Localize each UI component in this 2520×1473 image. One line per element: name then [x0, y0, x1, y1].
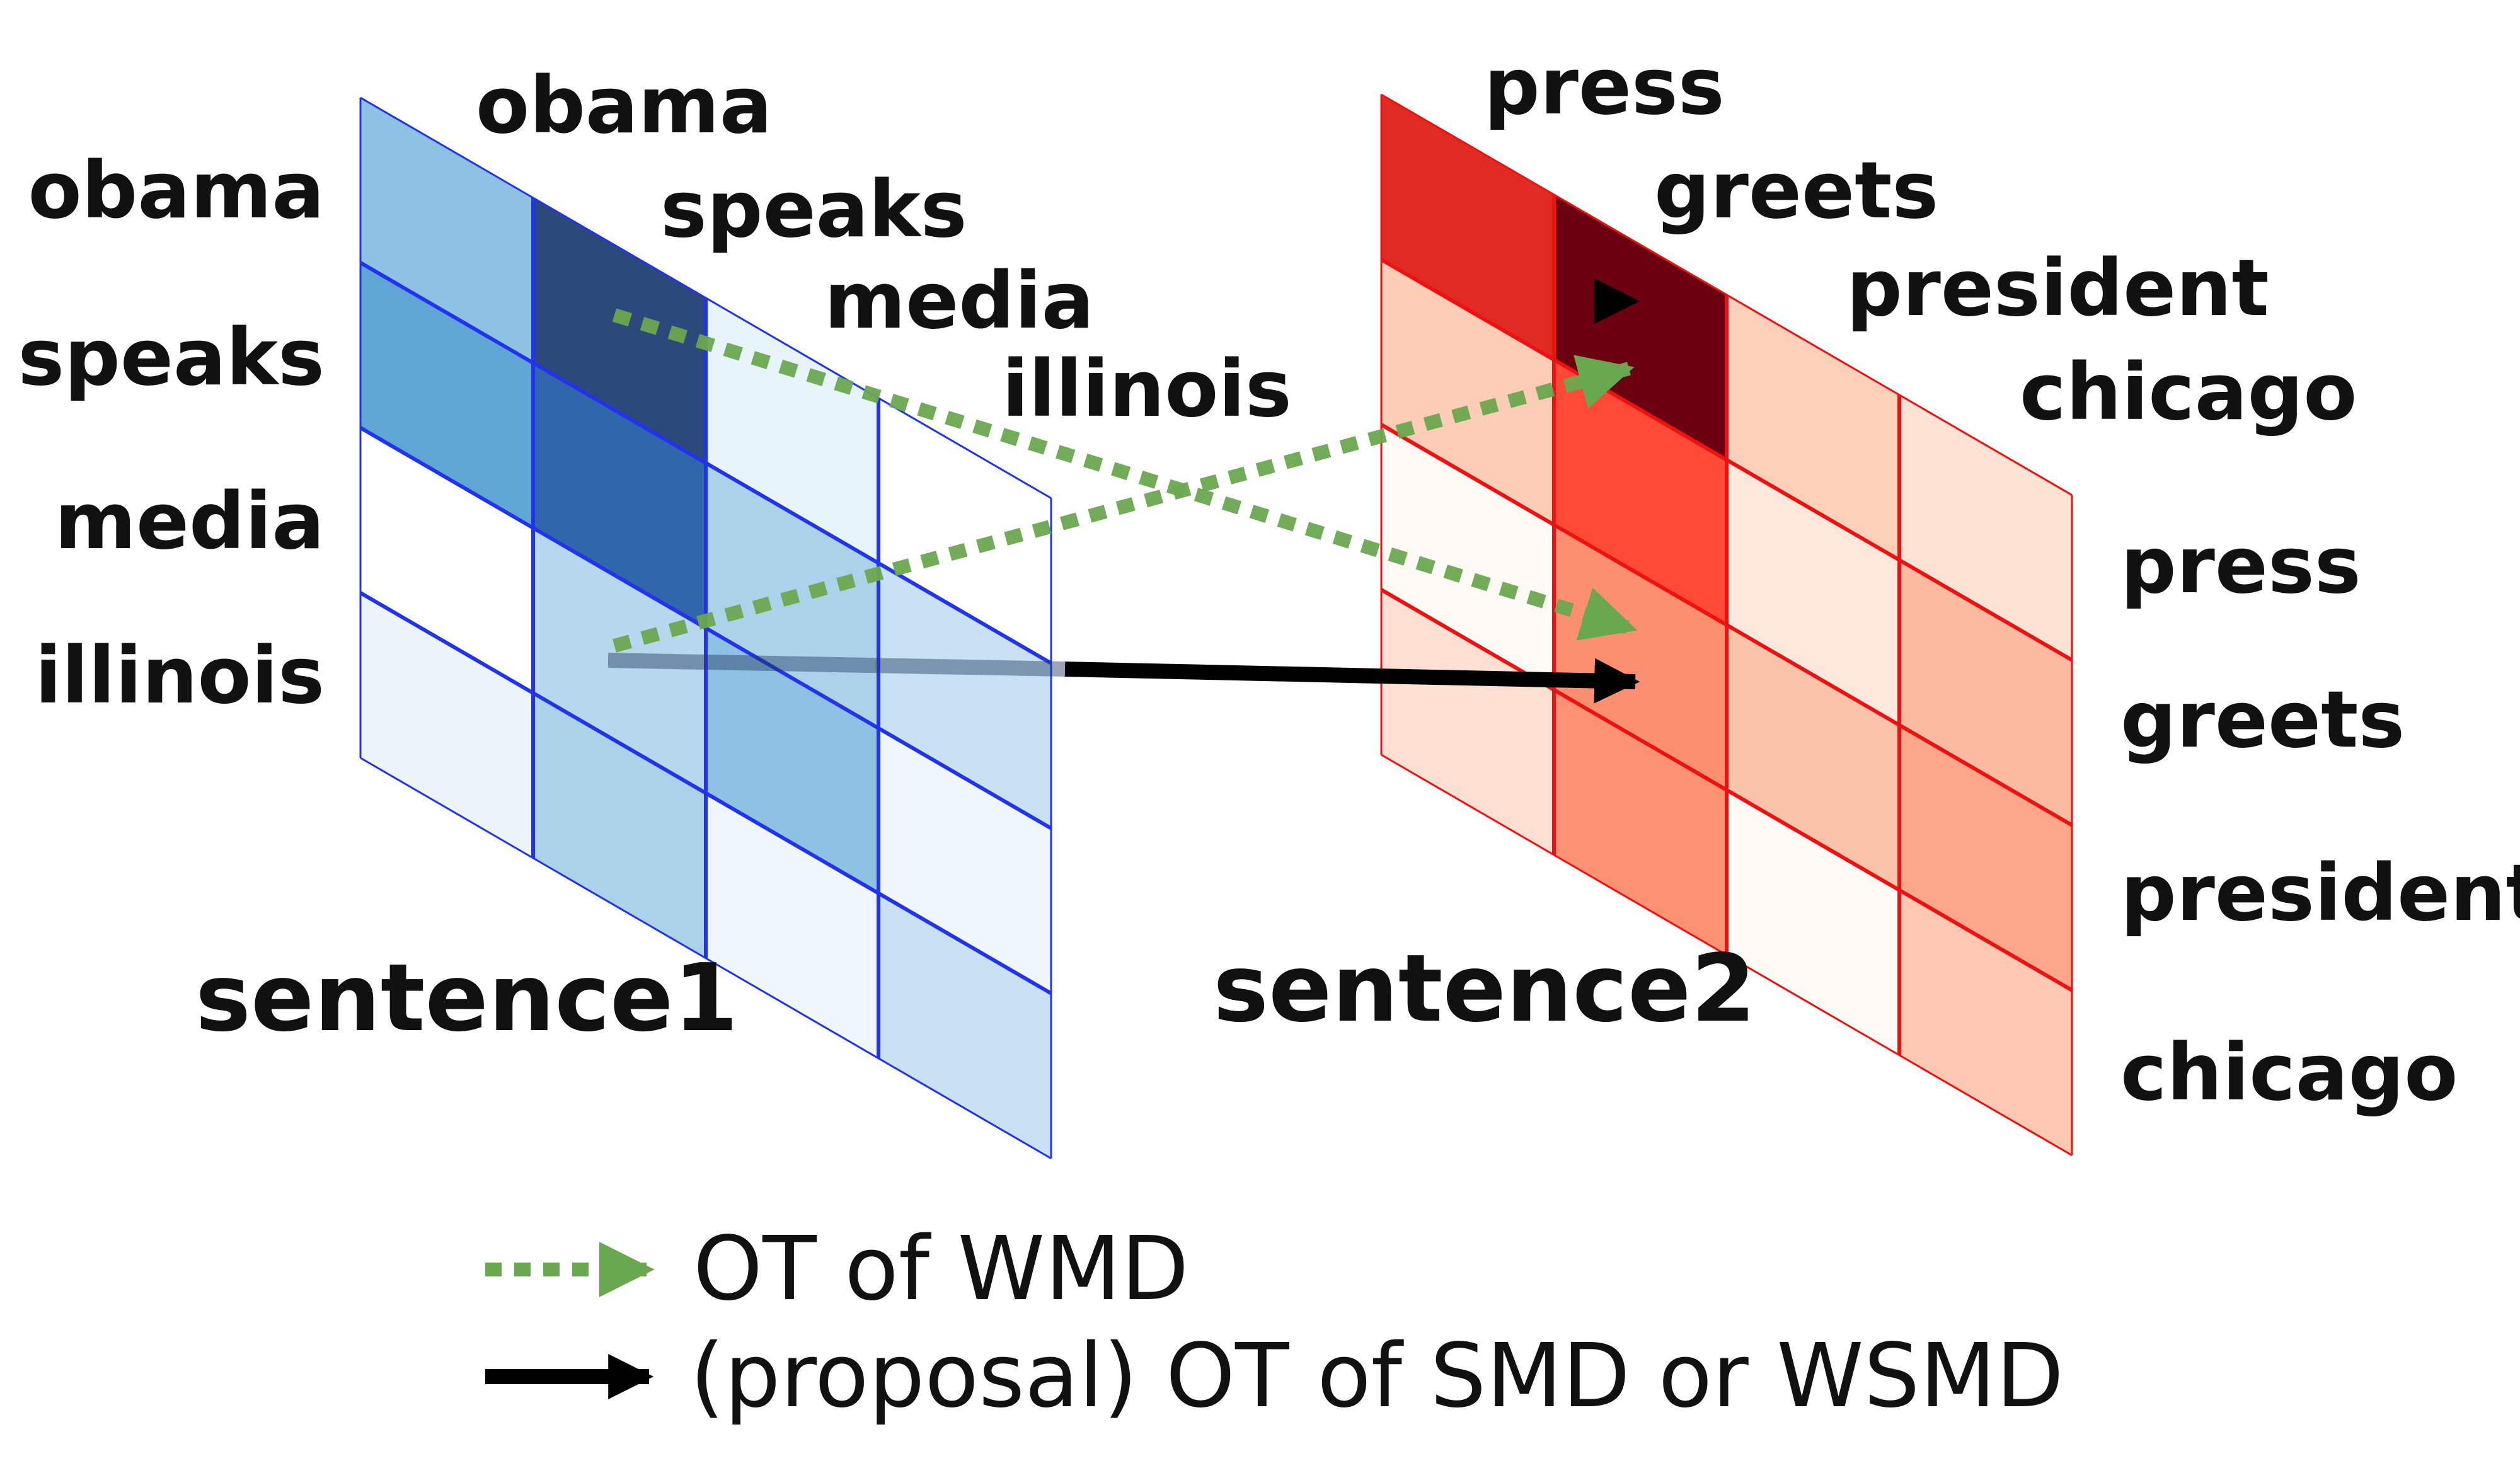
sentence2-matrix [1380, 93, 2073, 1156]
legend-wmd-label: OT of WMD [693, 1218, 1189, 1321]
sentence1-cell-r0-c0 [360, 98, 533, 363]
sentence1-cell-r1-c1 [533, 362, 706, 628]
sentence1-cell-r3-c3 [878, 893, 1051, 1159]
m2-row-label: press [2120, 520, 2361, 611]
sentence2-cell-r0-c1 [1554, 194, 1727, 460]
sentence1-cell-r0-c3 [878, 398, 1051, 663]
m1-row-label: illinois [35, 631, 325, 721]
m2-row-label: president [2120, 848, 2520, 939]
wmd-arrow-illinois-to-greets [613, 355, 1635, 653]
sentence1-title: sentence1 [195, 944, 738, 1052]
sentence2-grid-lines [1380, 93, 2073, 1156]
sentence1-cell-r1-c0 [360, 263, 533, 528]
m1-col-label: media [824, 256, 1094, 347]
m1-row-label: media [55, 476, 325, 567]
wmd-arrow-speaks-to-press [612, 308, 1638, 641]
sentence1-cell-r3-c1 [533, 692, 706, 958]
sentence1-cell-r0-c1 [533, 197, 706, 463]
sentence2-row-line [1381, 754, 2073, 1156]
sentence2-cell-r2-c2 [1727, 624, 1899, 890]
sentence1-column-labels: obama speaks media illinois [476, 60, 1292, 435]
m2-col-label: greets [1654, 146, 1938, 236]
sentence1-cell-r0-c2 [706, 297, 878, 563]
sentence2-column-labels: press greets president chicago [1484, 42, 2357, 438]
m2-col-label: press [1484, 42, 1725, 132]
sentence2-cell-r3-c2 [1727, 789, 1899, 1055]
sentence1-cell-r2-c0 [360, 428, 533, 693]
m2-col-label: chicago [2020, 347, 2357, 438]
m1-col-label: speaks [660, 164, 967, 255]
sentence1-cell-r2-c3 [878, 728, 1051, 994]
sentence2-title: sentence2 [1213, 934, 1756, 1043]
sentence2-cell-r0-c2 [1727, 294, 1899, 560]
sentence2-cell-r3-c0 [1381, 590, 1554, 855]
m2-row-label: chicago [2120, 1028, 2458, 1118]
sentence2-cell-r0-c0 [1381, 95, 1554, 360]
sentence2-cell-r0-c3 [1899, 394, 2072, 660]
sentence2-cell-r1-c3 [1899, 559, 2072, 825]
sentence2-cell-r1-c0 [1381, 260, 1554, 525]
sentence1-cell-r2-c1 [533, 527, 706, 793]
sentence2-row-labels: press greets president chicago [2120, 520, 2520, 1118]
smd-arrow-bottom [1064, 658, 1640, 704]
ot-arrows [607, 278, 1640, 704]
m2-col-label: president [1846, 243, 2269, 334]
sentence2-cell-r2-c3 [1899, 725, 2072, 990]
sentence2-cell-r3-c3 [1899, 890, 2072, 1155]
m2-row-label: greets [2120, 675, 2405, 765]
sentence2-cell-r1-c1 [1554, 359, 1727, 625]
sentence1-cell-r3-c0 [360, 593, 533, 858]
sentence2-cell-r3-c1 [1554, 689, 1727, 955]
sentence1-matrix [359, 96, 1052, 1159]
m1-col-label: obama [476, 60, 773, 151]
m1-row-label: obama [28, 146, 325, 236]
sentence1-row-labels: obama speaks media illinois [18, 146, 325, 721]
sentence2-cell-r2-c0 [1381, 425, 1554, 690]
legend-smd-label: (proposal) OT of SMD or WSMD [690, 1325, 2064, 1428]
smd-arrow-bottom-faded [607, 653, 1066, 677]
sentence1-cells [360, 98, 1051, 1159]
sentence1-row-line [360, 757, 1052, 1159]
m1-row-label: speaks [18, 312, 325, 403]
sentence1-cell-r1-c3 [878, 563, 1051, 828]
sentence1-cell-r2-c2 [706, 628, 878, 893]
sentence2-cell-r1-c2 [1727, 459, 1899, 725]
legend: OT of WMD (proposal) OT of SMD or WSMD [485, 1218, 2064, 1428]
sentence1-cell-r3-c2 [706, 793, 878, 1058]
sentence2-cells [1381, 95, 2072, 1155]
m1-col-label: illinois [1002, 344, 1292, 435]
